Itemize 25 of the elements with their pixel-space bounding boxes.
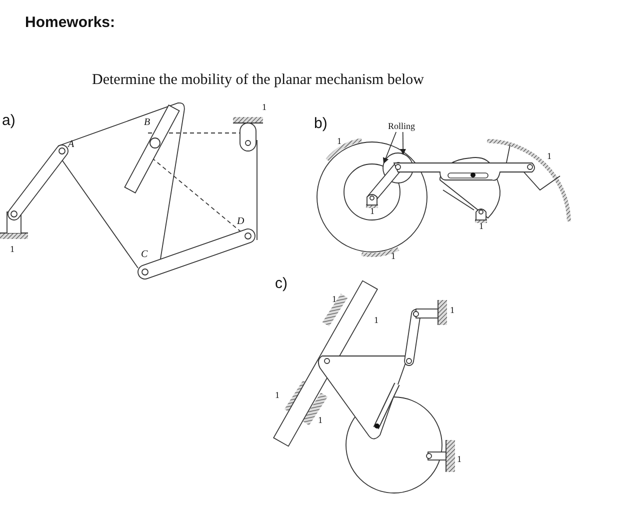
leader-line	[382, 132, 396, 164]
part-number: 1	[479, 222, 484, 231]
leader-line	[400, 132, 406, 155]
part-number: 1	[457, 455, 462, 464]
part-number: 1	[450, 306, 454, 315]
instruction: Determine the mobility of the planar mechanism below	[92, 73, 424, 88]
panel-label: c)	[275, 276, 288, 291]
part-number: 1	[374, 316, 378, 325]
part-number: 1	[370, 207, 374, 216]
part-number: 1	[262, 103, 266, 112]
joint-letter: A	[68, 140, 74, 150]
joint-letter: C	[141, 250, 148, 260]
panel-label: a)	[2, 113, 16, 128]
part-number: 1	[391, 252, 396, 261]
part-number: 1	[337, 137, 342, 146]
panel-label: b)	[314, 116, 328, 131]
part-number: 1	[10, 245, 14, 254]
joint-letter: D	[237, 217, 244, 227]
joint-letter: B	[144, 118, 150, 128]
part-number: 1	[318, 416, 322, 425]
part-number: 1	[332, 295, 336, 304]
part-number: 1	[275, 391, 280, 400]
title: Homeworks:	[25, 15, 116, 30]
part-number: 1	[547, 152, 552, 161]
callout-label: Rolling	[388, 122, 416, 131]
